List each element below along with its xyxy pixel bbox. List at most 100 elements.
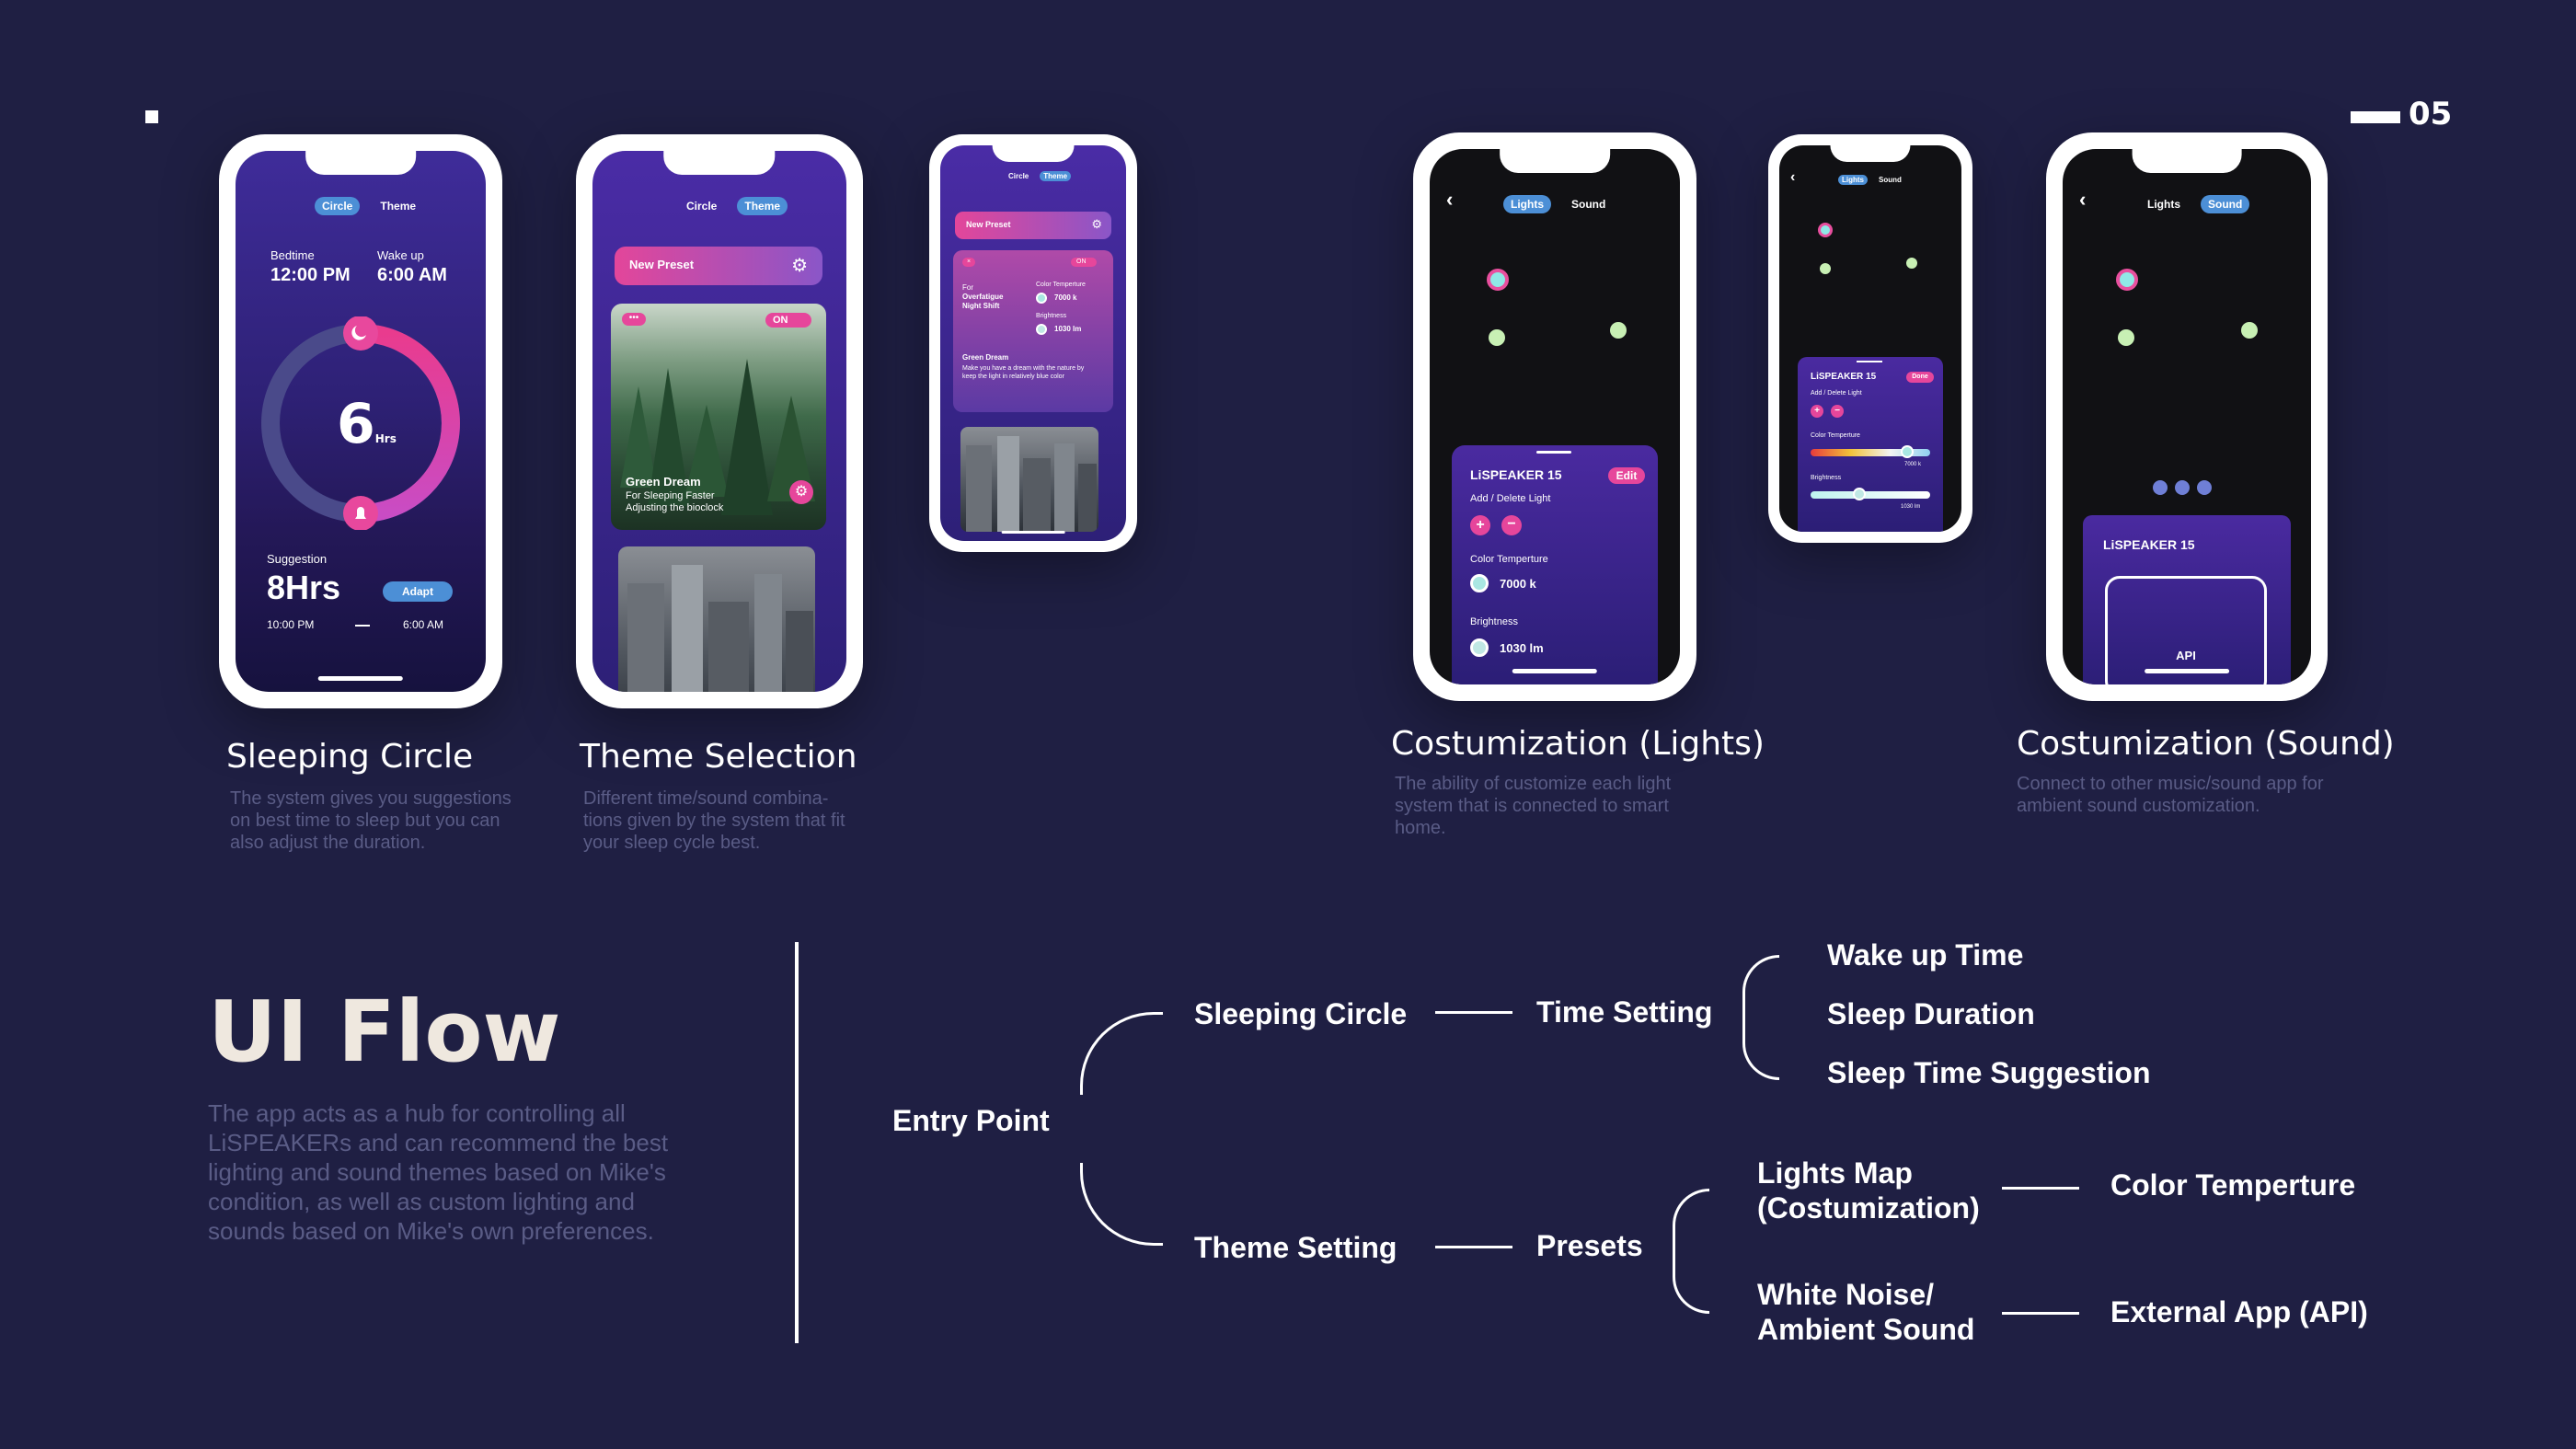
toggle-on[interactable]: ON: [765, 313, 811, 328]
connector-line: [1435, 1246, 1512, 1248]
city-image-card[interactable]: [960, 427, 1098, 532]
adapt-button[interactable]: Adapt: [383, 581, 453, 602]
brightness-slider[interactable]: [1811, 491, 1930, 499]
moon-icon: [351, 326, 366, 340]
page-number-bar: [2351, 111, 2400, 123]
delete-light-button[interactable]: −: [1831, 405, 1844, 418]
tab-lights[interactable]: Lights: [1838, 175, 1868, 185]
add-light-button[interactable]: +: [1470, 515, 1490, 535]
caption-desc-theme: Different time/sound combina-tions given…: [583, 788, 845, 853]
tab-theme[interactable]: Theme: [380, 200, 417, 213]
tab-circle[interactable]: Circle: [686, 200, 718, 213]
home-indicator: [1512, 669, 1598, 673]
light-dot[interactable]: [2241, 322, 2258, 339]
preset-edit-card[interactable]: × ON For Overfatigue Night Shift Color T…: [953, 250, 1113, 412]
tab-circle[interactable]: Circle: [315, 197, 361, 215]
preset-detail-phone: Circle Theme New Preset ⚙ × ON For Overf…: [929, 134, 1137, 552]
gear-icon[interactable]: ⚙: [791, 256, 808, 276]
for-value-2: Night Shift: [962, 302, 1000, 310]
tab-lights[interactable]: Lights: [1503, 195, 1551, 213]
flow-sleeping-circle: Sleeping Circle: [1194, 997, 1408, 1030]
toggle-on[interactable]: ON: [1071, 258, 1097, 267]
connector-line: [1435, 1011, 1512, 1014]
card-title: Green Dream: [626, 475, 701, 489]
color-temp-knob[interactable]: [1901, 445, 1914, 458]
light-selected-dot[interactable]: [2116, 269, 2138, 291]
section-divider: [795, 942, 799, 1343]
card-desc-1: For Sleeping Faster: [626, 490, 715, 501]
color-temp-value: 7000 k: [1500, 577, 1536, 591]
tab-circle[interactable]: Circle: [1008, 172, 1029, 180]
preset-card-green-dream[interactable]: ••• ON Green Dream For Sleeping Faster A…: [611, 304, 826, 530]
light-dot[interactable]: [1489, 329, 1505, 346]
segment-tabs: Circle Theme: [679, 197, 788, 215]
more-icon[interactable]: •••: [622, 313, 646, 326]
device-name: LiSPEAKER 15: [1811, 372, 1877, 382]
back-icon[interactable]: ‹: [2079, 188, 2087, 211]
light-selected-dot[interactable]: [1818, 223, 1833, 237]
phone-notch: [2132, 149, 2242, 173]
forest-image: [620, 359, 815, 515]
sound-screen: ‹ Lights Sound LiSPEAKER 15 API: [2063, 149, 2311, 684]
caption-title-sound: Costumization (Sound): [2017, 725, 2395, 763]
gear-icon[interactable]: ⚙: [1091, 217, 1102, 231]
color-temp-value: 7000 k: [1054, 293, 1077, 302]
color-temp-swatch[interactable]: [1036, 293, 1047, 304]
light-dot[interactable]: [1906, 258, 1917, 269]
delete-light-button[interactable]: −: [1501, 515, 1522, 535]
hours-value: 6: [337, 392, 375, 456]
drag-handle[interactable]: [1536, 451, 1571, 454]
theme-selection-screen: Circle Theme New Preset ⚙ ••• ON Green D…: [592, 151, 846, 692]
flow-time-setting: Time Setting: [1536, 995, 1713, 1029]
api-card[interactable]: API: [2105, 576, 2267, 684]
flow-description: The app acts as a hub for controlling al…: [208, 1099, 669, 1245]
tab-lights[interactable]: Lights: [2147, 198, 2180, 211]
color-temp-swatch[interactable]: [1470, 574, 1489, 592]
sleep-circle-dial[interactable]: [254, 316, 467, 530]
page-dots[interactable]: [2153, 480, 2212, 495]
device-name: LiSPEAKER 15: [2103, 537, 2195, 552]
drag-handle[interactable]: [1857, 361, 1882, 362]
wakeup-label: Wake up: [377, 248, 424, 262]
new-preset-button[interactable]: New Preset ⚙: [615, 247, 822, 285]
color-temp-slider[interactable]: [1811, 449, 1930, 456]
edit-button[interactable]: Edit: [1608, 467, 1645, 484]
sleeping-circle-phone: Circle Theme Bedtime 12:00 PM Wake up 6:…: [219, 134, 502, 708]
brightness-label: Brightness: [1036, 313, 1067, 319]
settings-icon[interactable]: ⚙: [789, 480, 813, 504]
bedtime-value[interactable]: 12:00 PM: [270, 265, 351, 285]
light-dot[interactable]: [2118, 329, 2134, 346]
device-panel: LiSPEAKER 15 API: [2083, 515, 2291, 684]
segment-tabs: Lights Sound: [1503, 195, 1613, 213]
flow-sleep-time-suggestion: Sleep Time Suggestion: [1827, 1056, 2151, 1089]
brightness-value: 1030 lm: [1901, 504, 1921, 510]
preset-name: Green Dream: [962, 353, 1009, 362]
flow-lights-map: Lights Map(Costumization): [1757, 1156, 1980, 1225]
light-selected-dot[interactable]: [1487, 269, 1509, 291]
add-light-button[interactable]: +: [1811, 405, 1823, 418]
back-icon[interactable]: ‹: [1790, 169, 1796, 185]
back-icon[interactable]: ‹: [1446, 188, 1454, 211]
tab-sound[interactable]: Sound: [2201, 195, 2250, 213]
brightness-value: 1030 lm: [1500, 641, 1544, 655]
phone-notch: [663, 151, 776, 175]
close-icon[interactable]: ×: [962, 258, 975, 267]
light-dot[interactable]: [1610, 322, 1627, 339]
tab-theme[interactable]: Theme: [1040, 171, 1072, 181]
phone-notch: [1830, 145, 1911, 162]
city-image: [966, 436, 1097, 532]
light-dot[interactable]: [1820, 263, 1831, 274]
wakeup-value[interactable]: 6:00 AM: [377, 265, 447, 285]
flow-theme-setting: Theme Setting: [1194, 1231, 1397, 1264]
brightness-value: 1030 lm: [1054, 325, 1082, 333]
new-preset-button[interactable]: New Preset ⚙: [955, 212, 1111, 239]
done-button[interactable]: Done: [1906, 372, 1934, 383]
city-image-card[interactable]: [618, 546, 815, 692]
brightness-swatch[interactable]: [1470, 638, 1489, 657]
tab-sound[interactable]: Sound: [1571, 198, 1606, 211]
brightness-knob[interactable]: [1853, 488, 1866, 500]
tab-sound[interactable]: Sound: [1879, 176, 1902, 184]
tab-theme[interactable]: Theme: [737, 197, 788, 215]
brightness-swatch[interactable]: [1036, 324, 1047, 335]
